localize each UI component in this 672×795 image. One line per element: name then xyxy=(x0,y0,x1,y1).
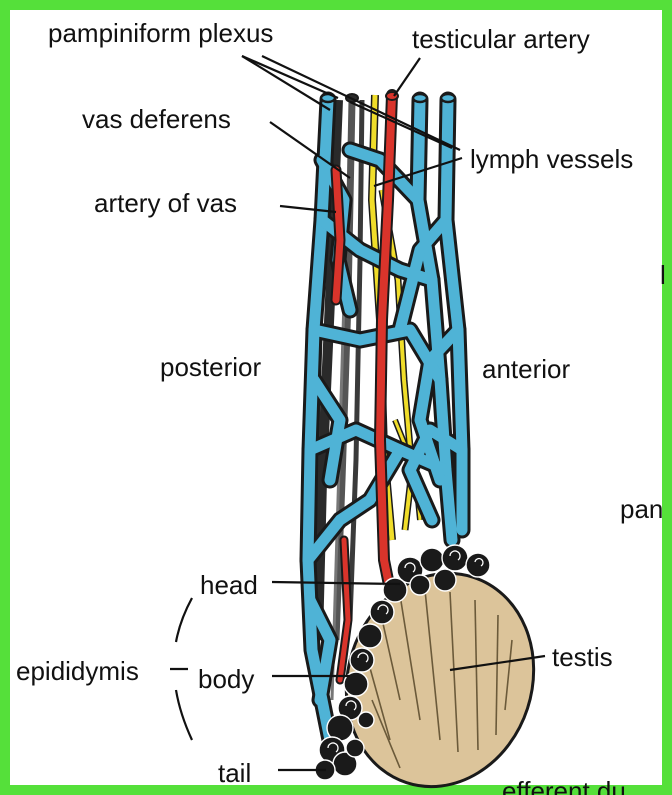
label-cut-off-bottom: efferent du xyxy=(502,776,626,795)
label-body: body xyxy=(198,664,254,694)
label-anterior: anterior xyxy=(482,354,570,384)
label-epididymis: epididymis xyxy=(16,656,139,686)
label-testicular-artery: testicular artery xyxy=(412,24,590,54)
label-pampiniform-plexus: pampiniform plexus xyxy=(48,18,273,48)
label-tail: tail xyxy=(218,758,251,788)
label-vas-deferens: vas deferens xyxy=(82,104,231,134)
label-posterior: posterior xyxy=(160,352,261,382)
label-artery-of-vas: artery of vas xyxy=(94,188,237,218)
label-head: head xyxy=(200,570,258,600)
label-lymph-vessels: lymph vessels xyxy=(470,144,633,174)
label-testis: testis xyxy=(552,642,613,672)
label-cut-off-right-top: l xyxy=(660,260,666,290)
label-cut-off-right-mid: pan xyxy=(620,494,663,524)
